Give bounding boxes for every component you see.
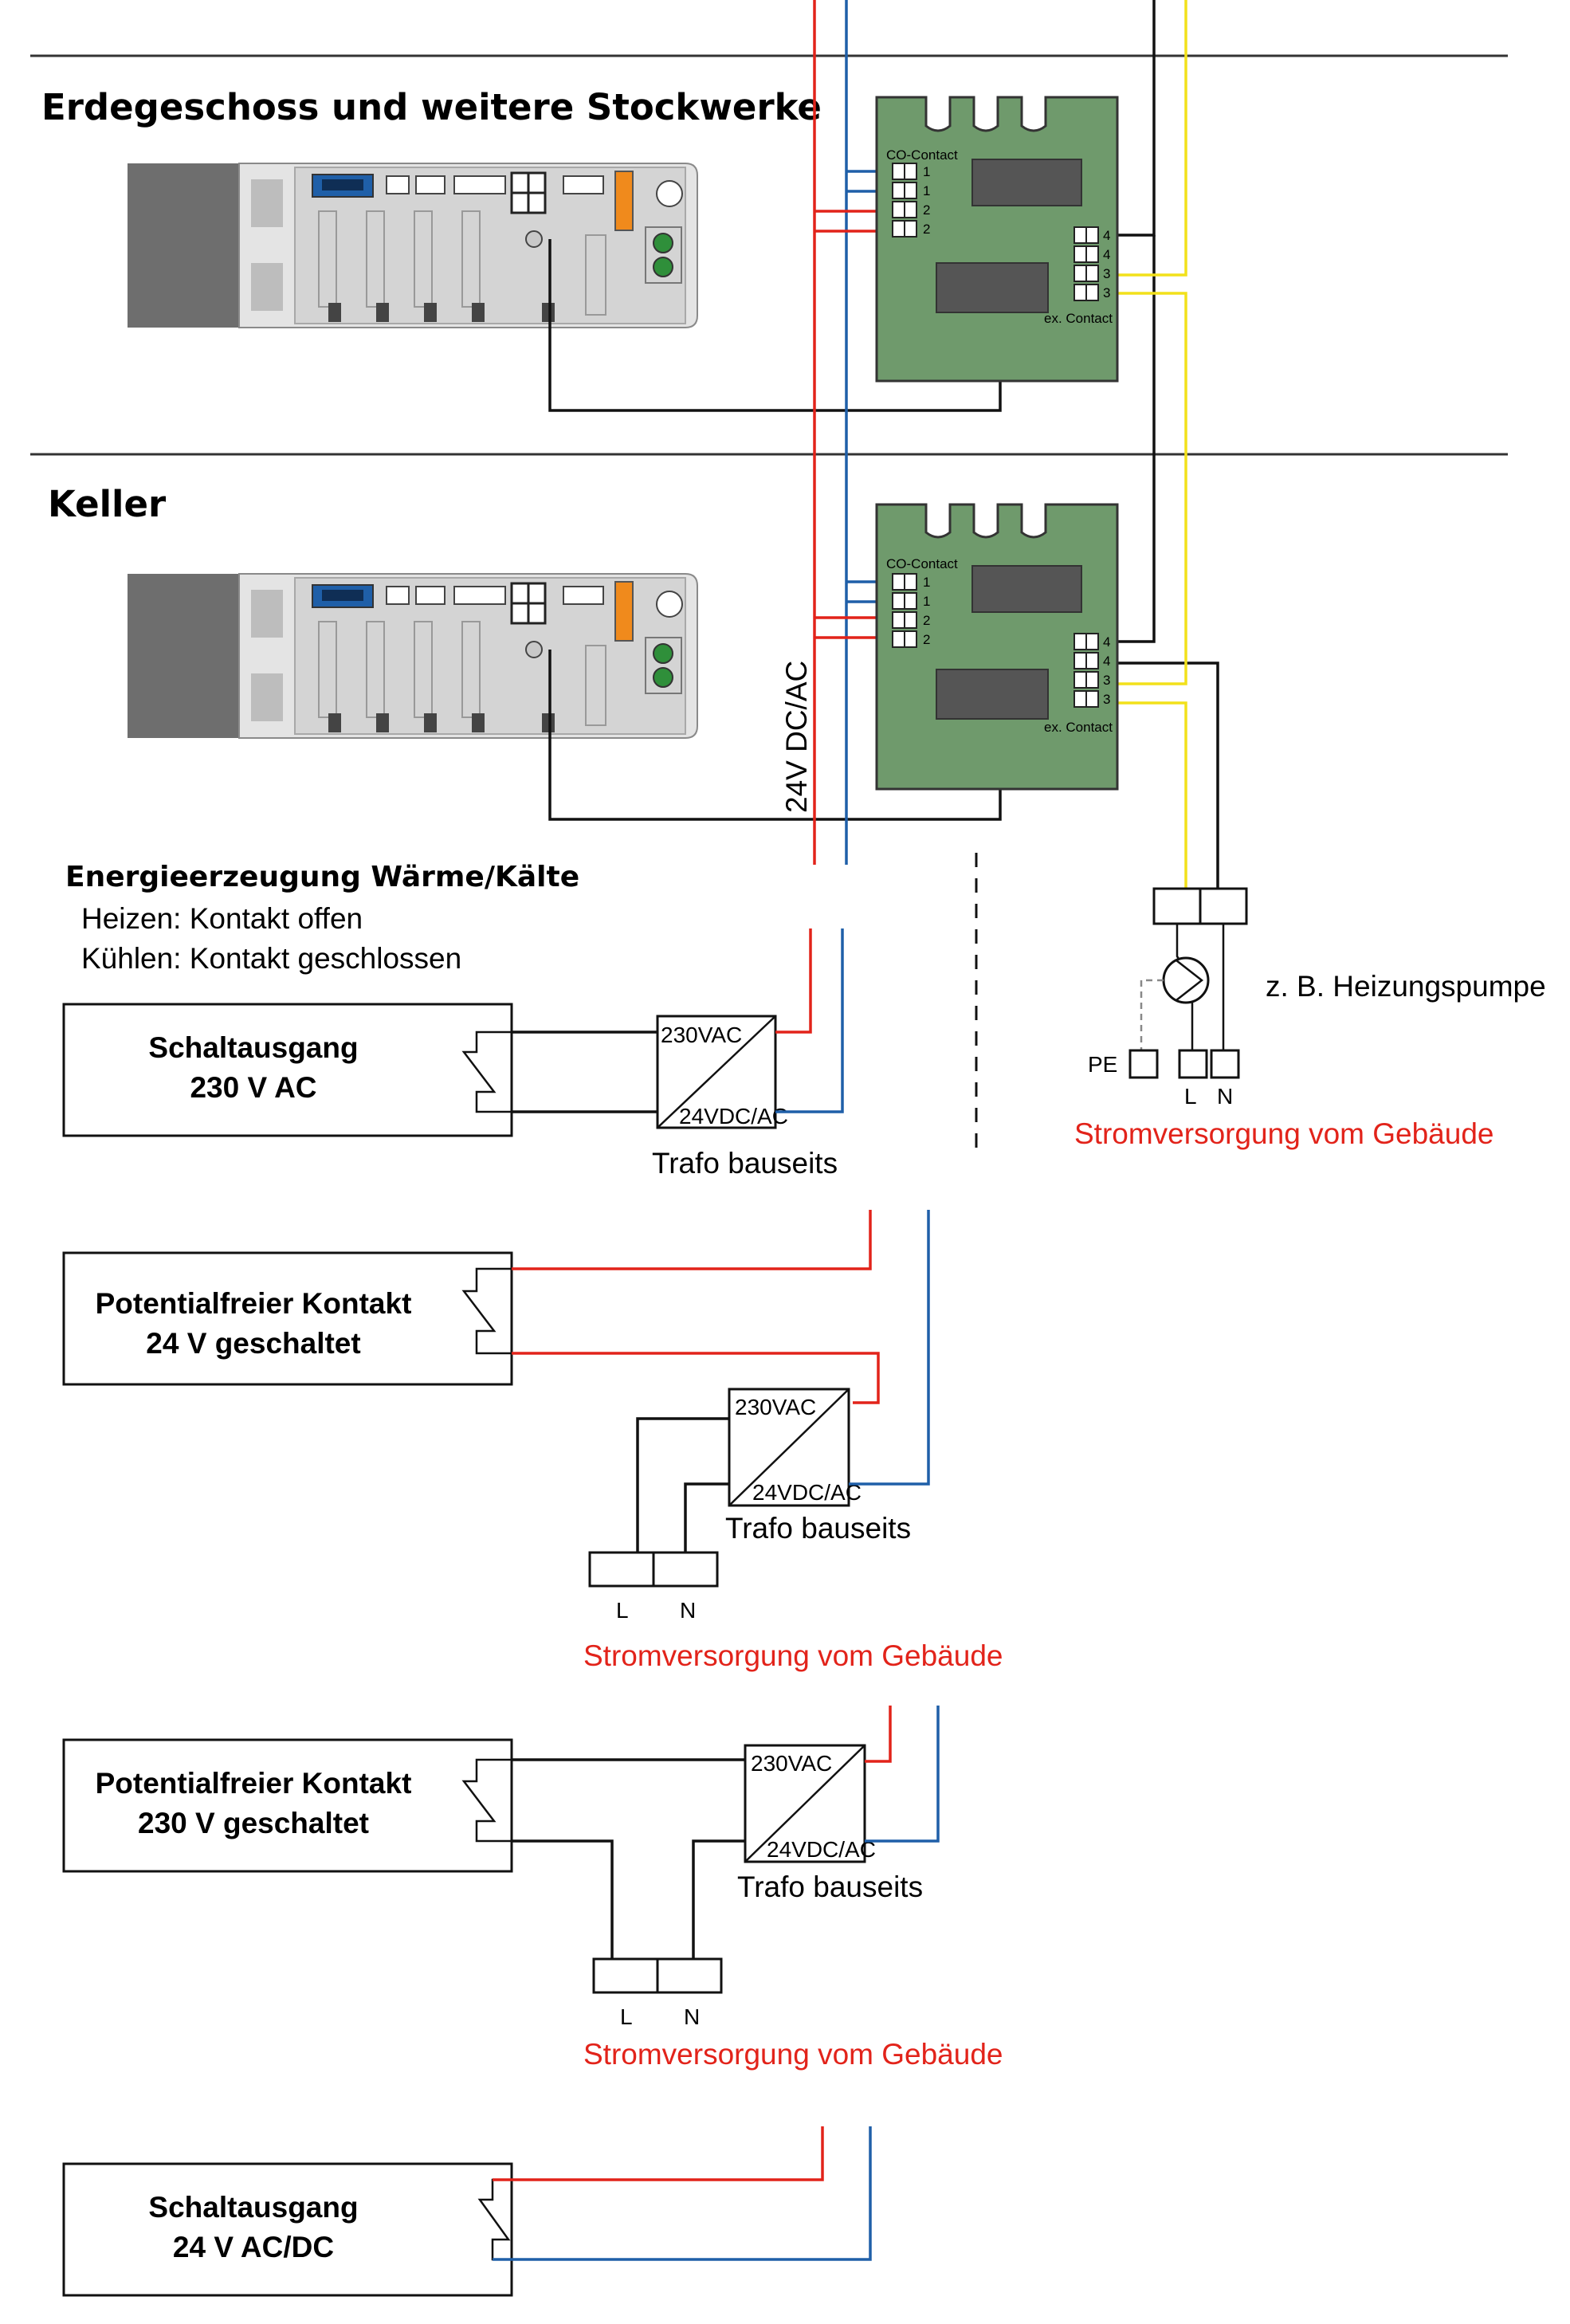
ex-upper-terminal-4: 3 (1073, 284, 1110, 301)
pump-n-label: N (1217, 1084, 1233, 1109)
svg-text:230VAC: 230VAC (661, 1023, 742, 1047)
ext-wire-yellow-upper (1112, 0, 1187, 277)
svg-text:3: 3 (1103, 266, 1110, 281)
co-basement-terminal-2: 1 (892, 592, 930, 610)
trafo-3: 230VAC 24VDC/AC (744, 1744, 876, 1863)
co-basement-terminal-1: 1 (892, 573, 930, 591)
option3-line1: Potentialfreier Kontakt (96, 1767, 412, 1800)
option1-switch (461, 1030, 512, 1113)
co-upper-terminal-4: 2 (892, 220, 930, 238)
module-terminals: 1 1 2 2 4 4 3 3 1 1 2 2 4 4 3 3 (892, 163, 1110, 708)
energy-heating-note: Heizen: Kontakt offen (81, 902, 363, 935)
energy-title: Energieerzeugung Wärme/Kälte (65, 861, 579, 893)
option2-n-label: N (680, 1598, 696, 1623)
controller-link-upper (548, 239, 1002, 412)
ext-wire-black-down (1112, 235, 1156, 643)
svg-text:230VAC: 230VAC (751, 1751, 832, 1776)
ex-upper-terminal-2: 4 (1073, 245, 1110, 263)
option3-switch (461, 1758, 512, 1843)
trafo-3-label: Trafo bauseits (737, 1871, 923, 1903)
svg-text:2: 2 (923, 222, 930, 237)
ex-basement-terminal-1: 4 (1073, 633, 1110, 650)
co-upper-terminal-2: 1 (892, 182, 930, 199)
supply-voltage-label: 24V DC/AC (780, 661, 813, 813)
co-upper-terminal-3: 2 (892, 201, 930, 218)
option2-box (62, 1251, 513, 1386)
svg-text:3: 3 (1103, 673, 1110, 688)
svg-text:1: 1 (923, 594, 930, 609)
upper-floor-title: Erdegeschoss und weitere Stockwerke (41, 86, 822, 128)
option4-box (62, 2162, 513, 2297)
ex-basement-terminal-3: 3 (1073, 671, 1110, 689)
option4-line2: 24 V AC/DC (173, 2231, 334, 2263)
co-contact-label-basement: CO-Contact (886, 556, 958, 571)
co-basement-terminal-4: 2 (892, 630, 930, 648)
svg-text:4: 4 (1103, 634, 1110, 650)
trafo-2: 230VAC 24VDC/AC (728, 1388, 862, 1507)
svg-text:1: 1 (923, 183, 930, 198)
svg-text:2: 2 (923, 632, 930, 647)
option3-l-label: L (620, 2004, 633, 2029)
ext-wire-yellow-loop (1112, 292, 1187, 685)
option2-line1: Potentialfreier Kontakt (96, 1287, 412, 1320)
svg-text:3: 3 (1103, 285, 1110, 300)
controller-basement (126, 572, 699, 740)
co-contact-label-upper: CO-Contact (886, 147, 958, 163)
ex-contact-label-basement: ex. Contact (1044, 720, 1113, 735)
pump-circuit (1128, 887, 1248, 1079)
trafo-2-label: Trafo bauseits (725, 1512, 911, 1545)
pump-l-label: L (1184, 1084, 1197, 1109)
option2-line2: 24 V geschaltet (146, 1327, 360, 1360)
svg-text:24VDC/AC: 24VDC/AC (679, 1104, 788, 1129)
controller-link-basement (548, 650, 1002, 821)
svg-text:2: 2 (923, 613, 930, 628)
svg-text:3: 3 (1103, 692, 1110, 707)
ext-wire-yellow-pump (1112, 701, 1187, 893)
ex-upper-terminal-1: 4 (1073, 226, 1110, 244)
option4-switch (477, 2178, 512, 2261)
option2-l-label: L (616, 1598, 629, 1623)
option2-supply-label: Stromversorgung vom Gebäude (583, 1639, 1003, 1672)
pump-pe-label: PE (1088, 1052, 1117, 1077)
ex-basement-terminal-4: 3 (1073, 690, 1110, 708)
option2-switch (461, 1267, 512, 1355)
option1-line2: 230 V AC (190, 1071, 316, 1104)
trafo-1-label: Trafo bauseits (652, 1147, 838, 1180)
ex-contact-label-upper: ex. Contact (1044, 311, 1113, 326)
option3-supply-label: Stromversorgung vom Gebäude (583, 2038, 1003, 2071)
ex-basement-terminal-2: 4 (1073, 652, 1110, 669)
svg-text:4: 4 (1103, 247, 1110, 262)
ext-wire-black-pump (1112, 661, 1219, 893)
pump-supply-label: Stromversorgung vom Gebäude (1074, 1117, 1494, 1150)
ex-upper-terminal-3: 3 (1073, 265, 1110, 282)
option4-line1: Schaltausgang (148, 2191, 358, 2224)
svg-text:1: 1 (923, 575, 930, 590)
option3-box (62, 1738, 513, 1873)
option3-line2: 230 V geschaltet (138, 1807, 369, 1839)
co-module-upper: CO-Contact ex. Contact (875, 96, 1119, 383)
svg-text:4: 4 (1103, 654, 1110, 669)
svg-text:2: 2 (923, 202, 930, 218)
pump-label: z. B. Heizungspumpe (1266, 970, 1546, 1003)
controller-upper (126, 162, 699, 329)
svg-text:1: 1 (923, 164, 930, 179)
basement-title: Keller (48, 483, 167, 525)
option3-n-label: N (684, 2004, 700, 2029)
co-upper-terminal-1: 1 (892, 163, 930, 180)
svg-text:24VDC/AC: 24VDC/AC (752, 1480, 862, 1505)
co-module-basement: CO-Contact ex. Contact (875, 503, 1119, 791)
energy-cooling-note: Kühlen: Kontakt geschlossen (81, 942, 461, 975)
option1-box (62, 1003, 513, 1137)
co-basement-terminal-3: 2 (892, 611, 930, 629)
trafo-1: 230VAC 24VDC/AC (656, 1015, 788, 1129)
svg-text:4: 4 (1103, 228, 1110, 243)
option1-line1: Schaltausgang (148, 1031, 358, 1064)
svg-text:230VAC: 230VAC (735, 1395, 816, 1419)
svg-text:24VDC/AC: 24VDC/AC (767, 1837, 876, 1862)
